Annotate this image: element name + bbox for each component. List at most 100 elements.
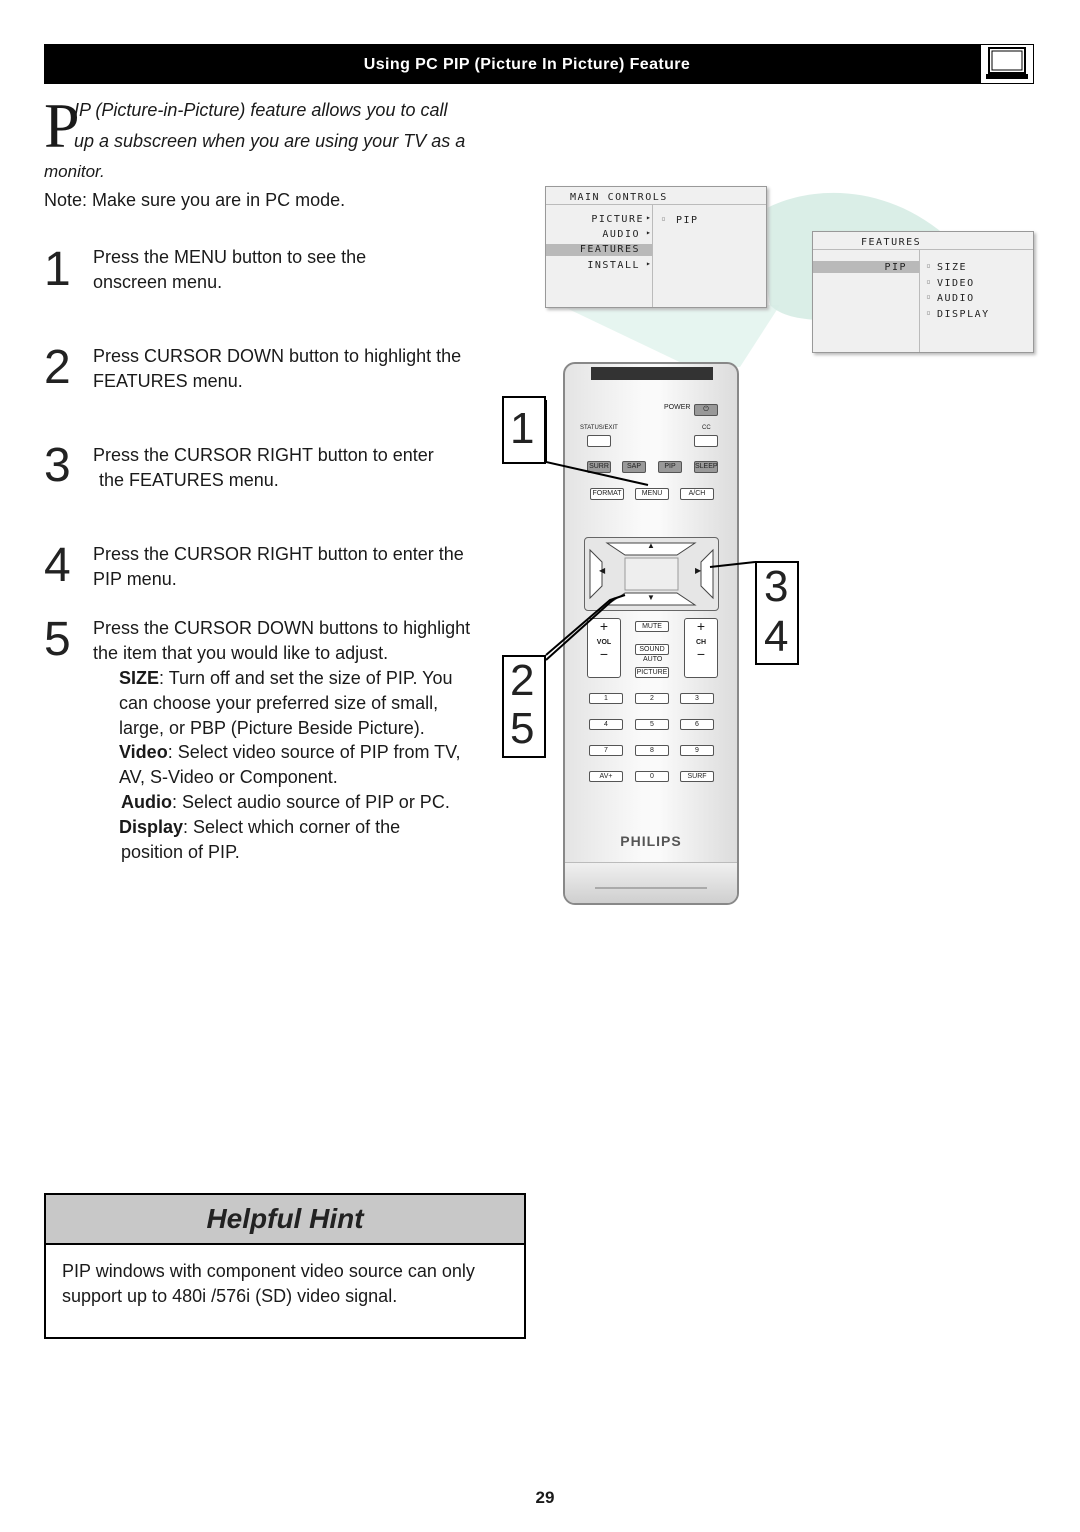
- channel-rocker[interactable]: + CH −: [684, 618, 718, 678]
- menu-item-features[interactable]: FEATURES: [579, 244, 640, 255]
- power-button[interactable]: ⏻: [694, 404, 718, 416]
- submenu-item-audio[interactable]: AUDIO: [937, 293, 975, 304]
- picture-button[interactable]: PICTURE: [635, 667, 669, 678]
- size-description-3: large, or PBP (Picture Beside Picture).: [119, 718, 425, 738]
- digit-1-button[interactable]: 1: [589, 693, 623, 704]
- step-number: 3: [44, 439, 71, 492]
- step-text: FEATURES menu.: [93, 371, 243, 391]
- size-description-2: can choose your preferred size of small,: [119, 693, 439, 713]
- callout-number-4: 4: [764, 612, 789, 661]
- cursor-up-button[interactable]: ▲: [647, 541, 655, 550]
- menu-item-pip[interactable]: PIP: [884, 262, 907, 273]
- sleep-button[interactable]: SLEEP: [694, 461, 718, 473]
- callout-number-2: 2: [510, 656, 535, 705]
- philips-logo: PHILIPS: [620, 833, 682, 849]
- status-exit-button[interactable]: [587, 435, 611, 447]
- bullet-icon: ▫: [926, 261, 933, 270]
- hint-text-2: support up to 480i /576i (SD) video sign…: [62, 1286, 398, 1306]
- pip-button[interactable]: PIP: [658, 461, 682, 473]
- size-description: SIZE: Turn off and set the size of PIP. …: [119, 668, 453, 688]
- plus-icon: +: [696, 618, 706, 634]
- minus-icon: −: [696, 646, 706, 662]
- digit-7-button[interactable]: 7: [589, 745, 623, 756]
- sap-button[interactable]: SAP: [622, 461, 646, 473]
- page-number: 29: [535, 1488, 555, 1507]
- digit-0-button[interactable]: 0: [635, 771, 669, 782]
- features-menu-title: FEATURES: [861, 237, 922, 248]
- step-number: 5: [44, 613, 71, 666]
- bullet-icon: ▫: [661, 214, 668, 223]
- page-title: Using PC PIP (Picture In Picture) Featur…: [363, 56, 691, 73]
- callout-box-2-5: [502, 655, 546, 758]
- step-text: Press the MENU button to see the: [93, 247, 367, 267]
- helpful-hint-header: [46, 1195, 524, 1245]
- step-text: onscreen menu.: [93, 272, 223, 292]
- digit-6-button[interactable]: 6: [680, 719, 714, 730]
- main-controls-menu: MAIN CONTROLS PICTURE AUDIO FEATURES INS…: [545, 186, 767, 308]
- menu-item-audio[interactable]: AUDIO: [602, 229, 640, 240]
- plus-icon: +: [599, 618, 609, 634]
- av-plus-button[interactable]: AV+: [589, 771, 623, 782]
- digit-9-button[interactable]: 9: [680, 745, 714, 756]
- step-text: Press CURSOR DOWN button to highlight th…: [93, 346, 462, 366]
- submenu-item-video[interactable]: VIDEO: [937, 278, 975, 289]
- surf-button[interactable]: SURF: [680, 771, 714, 782]
- features-menu: FEATURES PIP ▫ ▫ ▫ ▫ SIZE VIDEO AUDIO DI…: [812, 231, 1034, 353]
- submenu-item-size[interactable]: SIZE: [937, 262, 968, 273]
- digit-4-button[interactable]: 4: [589, 719, 623, 730]
- video-description: Video: Select video source of PIP from T…: [119, 742, 461, 762]
- mute-button[interactable]: MUTE: [635, 621, 669, 632]
- sound-button[interactable]: SOUND: [635, 644, 669, 655]
- callout-leader-lines: [545, 400, 756, 661]
- header-bar: [44, 44, 1034, 84]
- cc-label: CC: [702, 425, 711, 431]
- minus-icon: −: [599, 646, 609, 662]
- ch-label: CH: [695, 639, 707, 646]
- cursor-left-button[interactable]: ◀: [599, 566, 606, 575]
- step-text: the FEATURES menu.: [99, 470, 279, 490]
- cursor-pad: [584, 537, 719, 611]
- menu-item-install[interactable]: INSTALL: [587, 260, 640, 271]
- step-text: Press the CURSOR DOWN buttons to highlig…: [93, 618, 471, 638]
- cursor-down-button[interactable]: ▼: [647, 593, 655, 602]
- volume-rocker[interactable]: + VOL −: [587, 618, 621, 678]
- digit-3-button[interactable]: 3: [680, 693, 714, 704]
- auto-label: AUTO: [643, 656, 663, 663]
- helpful-hint-title: Helpful Hint: [206, 1203, 364, 1234]
- intro-line-1: IP (Picture-in-Picture) feature allows y…: [74, 100, 448, 120]
- hint-text-1: PIP windows with component video source …: [62, 1261, 475, 1281]
- digit-5-button[interactable]: 5: [635, 719, 669, 730]
- format-button[interactable]: FORMAT: [590, 488, 624, 500]
- intro-line-3: monitor.: [44, 162, 105, 181]
- ach-button[interactable]: A/CH: [680, 488, 714, 500]
- step-text: PIP menu.: [93, 569, 177, 589]
- menu-item-picture[interactable]: PICTURE: [591, 214, 644, 225]
- arrow-right-icon: ▸: [646, 213, 653, 222]
- vol-label: VOL: [596, 639, 612, 646]
- bullet-icon: ▫: [926, 308, 933, 317]
- intro-line-2: up a subscreen when you are using your T…: [74, 131, 466, 151]
- arrow-right-icon: ▸: [646, 259, 653, 268]
- note-text: Note: Make sure you are in PC mode.: [44, 190, 346, 210]
- monitor-icon: [980, 44, 1034, 84]
- step-number: 2: [44, 341, 71, 394]
- cursor-right-button[interactable]: ▶: [695, 566, 702, 575]
- audio-description: Audio: Select audio source of PIP or PC.: [121, 792, 450, 812]
- display-description: Display: Select which corner of the: [119, 817, 401, 837]
- cc-button[interactable]: [694, 435, 718, 447]
- step-text: Press the CURSOR RIGHT button to enter t…: [93, 544, 464, 564]
- main-menu-title: MAIN CONTROLS: [570, 192, 668, 203]
- digit-8-button[interactable]: 8: [635, 745, 669, 756]
- arrow-right-icon: ▸: [646, 228, 653, 237]
- step-number: 1: [44, 243, 71, 296]
- bullet-icon: ▫: [926, 277, 933, 286]
- surr-button[interactable]: SURR: [587, 461, 611, 473]
- display-description-2: position of PIP.: [121, 842, 240, 862]
- step-number: 4: [44, 539, 71, 592]
- digit-2-button[interactable]: 2: [635, 693, 669, 704]
- step-text: Press the CURSOR RIGHT button to enter: [93, 445, 434, 465]
- submenu-item-display[interactable]: DISPLAY: [937, 309, 990, 320]
- menu-button[interactable]: MENU: [635, 488, 669, 500]
- step-text: the item that you would like to adjust.: [93, 643, 389, 663]
- submenu-item-pip[interactable]: PIP: [676, 215, 699, 226]
